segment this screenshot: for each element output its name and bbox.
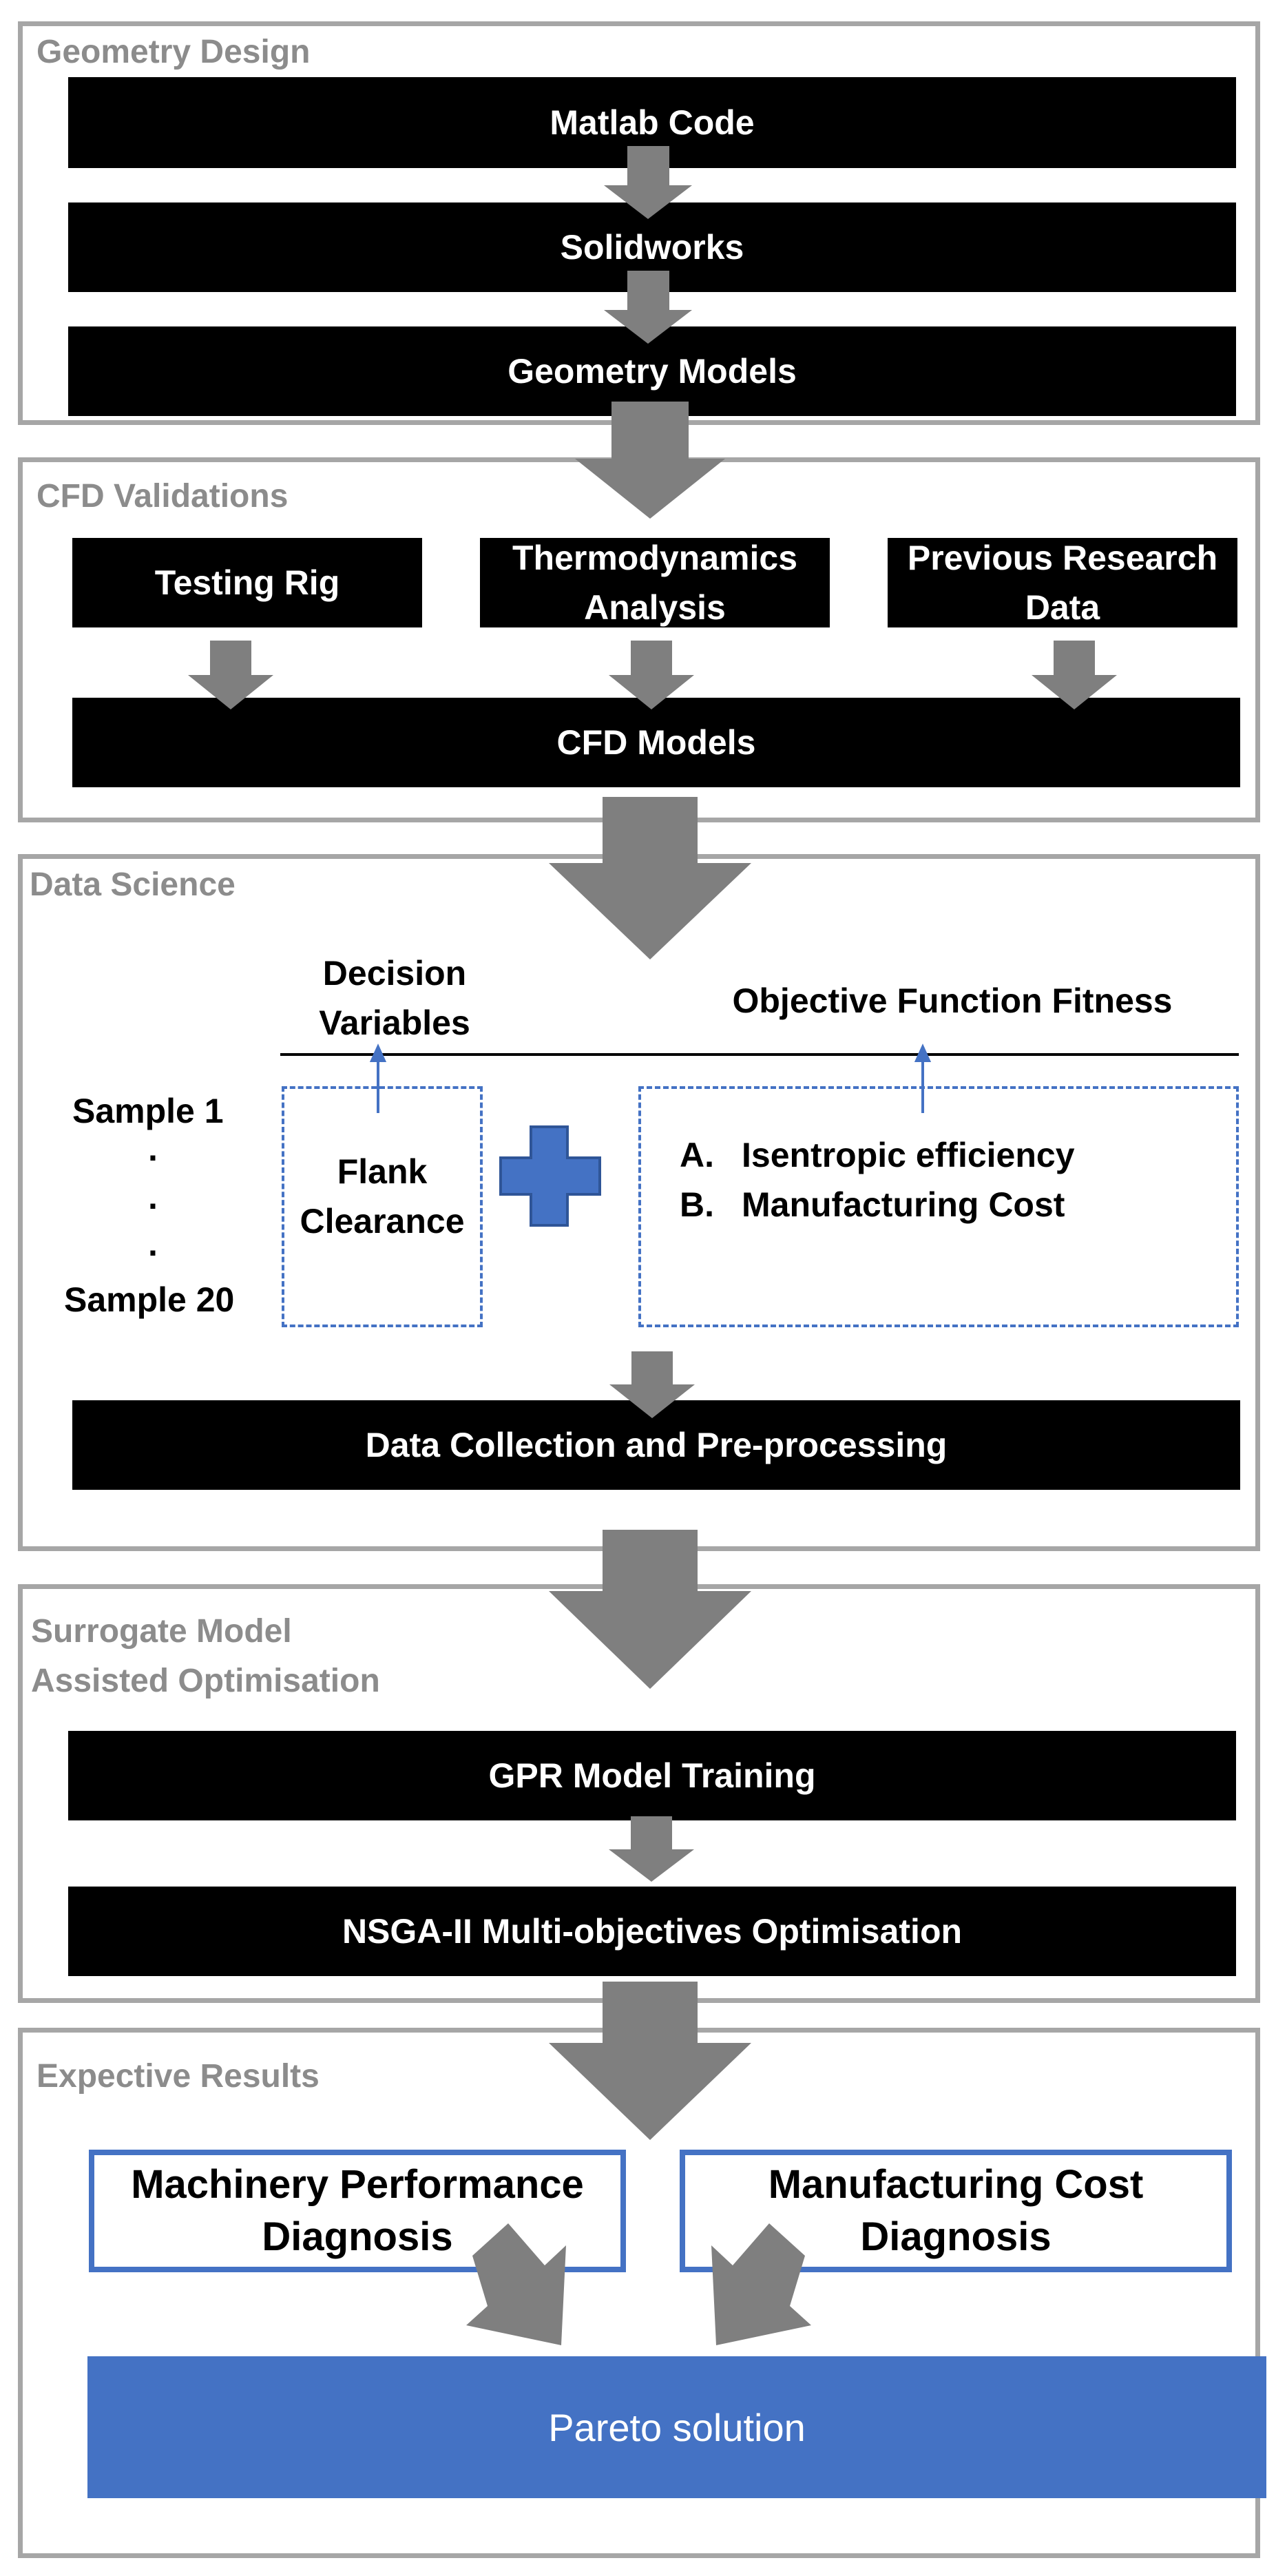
objective-box: A. Isentropic efficiency B. Manufacturing … <box>638 1086 1239 1327</box>
decision-item-line: Flank <box>337 1152 428 1191</box>
down-arrow-icon <box>188 641 273 709</box>
step-cfd-models: CFD Models <box>72 698 1240 787</box>
input-line: Previous Research <box>907 539 1218 577</box>
input-line: Data <box>1025 588 1100 627</box>
input-thermodynamics-analysis: Thermodynamics Analysis <box>480 538 830 627</box>
header-divider <box>280 1053 1239 1056</box>
section-data-science: Data Science Decision Variables Objectiv… <box>18 854 1260 1551</box>
section-geometry-design: Geometry Design Matlab Code Solidworks G… <box>18 21 1260 425</box>
input-line: Analysis <box>584 588 726 627</box>
step-data-collection: Data Collection and Pre-processing <box>72 1400 1240 1490</box>
objective-item: A. Isentropic efficiency <box>680 1130 1075 1180</box>
box-line: Manufacturing Cost <box>768 2162 1144 2207</box>
down-arrow-icon <box>549 797 751 959</box>
objective-marker: A. <box>680 1136 714 1174</box>
step-gpr-model-training: GPR Model Training <box>68 1731 1236 1820</box>
box-line: Machinery Performance <box>131 2162 584 2207</box>
down-arrow-icon <box>609 1816 694 1882</box>
decision-item: Flank Clearance <box>284 1147 480 1246</box>
input-line: Thermodynamics <box>512 539 797 577</box>
sample-last: Sample 20 <box>64 1280 235 1319</box>
input-previous-research-data: Previous Research Data <box>888 538 1237 627</box>
title-line: Surrogate Model <box>31 1613 292 1650</box>
step-geometry-models: Geometry Models <box>68 326 1236 416</box>
diagonal-arrow-icon <box>466 2223 566 2345</box>
diagonal-arrow-icon <box>711 2223 811 2345</box>
objective-list: A. Isentropic efficiency B. Manufacturing … <box>680 1130 1075 1229</box>
sample-dot: · <box>148 1139 160 1177</box>
plus-icon <box>499 1125 601 1227</box>
box-line: Diagnosis <box>860 2214 1052 2259</box>
section-title: Data Science <box>30 866 236 903</box>
manufacturing-cost-box: Manufacturing Cost Diagnosis <box>680 2150 1232 2272</box>
section-cfd-validations: CFD Validations Testing Rig Thermodynami… <box>18 457 1260 822</box>
down-arrow-icon <box>609 641 694 709</box>
down-arrow-icon <box>575 402 725 519</box>
down-arrow-icon <box>549 1982 751 2140</box>
down-arrow-icon <box>549 1530 751 1689</box>
box-line: Diagnosis <box>262 2214 453 2259</box>
objective-item: B. Manufacturing Cost <box>680 1180 1075 1229</box>
down-arrow-icon <box>1032 641 1117 709</box>
step-nsga-optimisation: NSGA-II Multi-objectives Optimisation <box>68 1887 1236 1976</box>
decision-variables-header: Decision Variables <box>271 948 519 1048</box>
section-title: Expective Results <box>36 2058 320 2095</box>
title-line: Assisted Optimisation <box>31 1663 380 1699</box>
sample-dot: · <box>148 1187 160 1225</box>
decision-item-line: Clearance <box>300 1202 465 1240</box>
section-title: CFD Validations <box>36 478 289 515</box>
machinery-performance-box: Machinery Performance Diagnosis <box>89 2150 626 2272</box>
section-title: Surrogate Model Assisted Optimisation <box>31 1607 380 1706</box>
input-line: Testing Rig <box>154 563 340 602</box>
header-line: Decision <box>322 954 467 993</box>
down-arrow-icon <box>604 146 692 219</box>
objective-header: Objective Function Fitness <box>732 981 1173 1020</box>
objective-label: Isentropic efficiency <box>742 1136 1075 1174</box>
down-arrow-icon <box>604 271 692 344</box>
section-title: Geometry Design <box>36 34 311 70</box>
sample-first: Sample 1 <box>72 1092 224 1130</box>
sample-dot: · <box>148 1234 160 1272</box>
pareto-solution: Pareto solution <box>87 2356 1266 2498</box>
objective-label: Manufacturing Cost <box>742 1185 1065 1224</box>
section-surrogate-model: Surrogate Model Assisted Optimisation GP… <box>18 1584 1260 2003</box>
decision-variables-box: Flank Clearance <box>282 1086 483 1327</box>
input-testing-rig: Testing Rig <box>72 538 422 627</box>
objective-marker: B. <box>680 1185 714 1224</box>
header-line: Variables <box>319 1004 470 1042</box>
down-arrow-icon <box>609 1351 695 1418</box>
